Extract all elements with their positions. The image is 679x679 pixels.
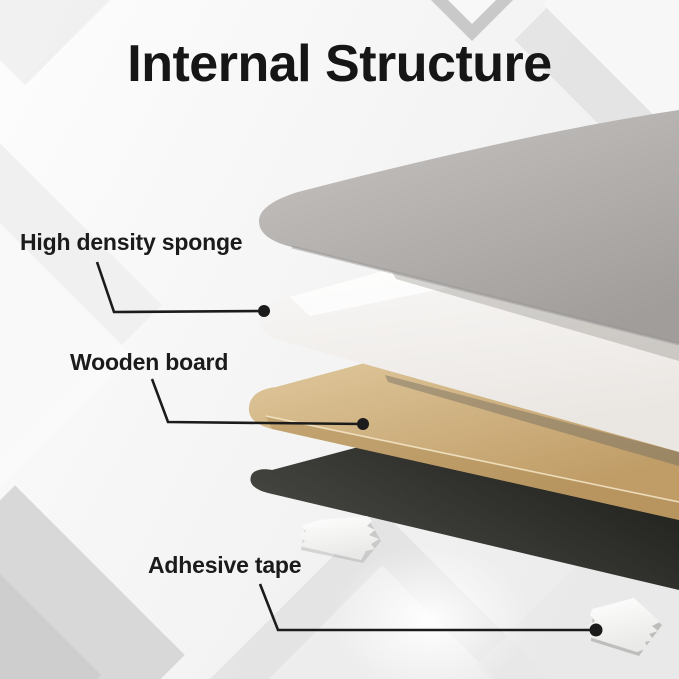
leader-dot-tape	[589, 623, 603, 637]
page-title: Internal Structure	[127, 35, 552, 93]
leader-dot-sponge	[258, 305, 270, 317]
label-adhesive-tape: Adhesive tape	[148, 552, 302, 578]
adhesive-tape-piece-2	[588, 598, 660, 652]
leader-line-sponge	[95, 261, 265, 314]
adhesive-tape-piece-1	[299, 516, 379, 560]
fabric-front-edge	[291, 245, 679, 346]
leader-dot-board	[357, 418, 369, 430]
leader-line-tape	[258, 583, 596, 632]
wooden-board-edge-highlight	[265, 415, 679, 503]
seam-shadow	[385, 375, 679, 466]
fabric-shadow-on-sponge	[392, 272, 679, 361]
label-high-density-sponge: High density sponge	[20, 229, 243, 255]
leader-line-board	[150, 378, 364, 426]
label-wooden-board: Wooden board	[70, 349, 229, 375]
wooden-board-front-face	[266, 417, 679, 520]
bg-glow	[330, 545, 530, 679]
fabric-cover-layer	[259, 110, 679, 344]
